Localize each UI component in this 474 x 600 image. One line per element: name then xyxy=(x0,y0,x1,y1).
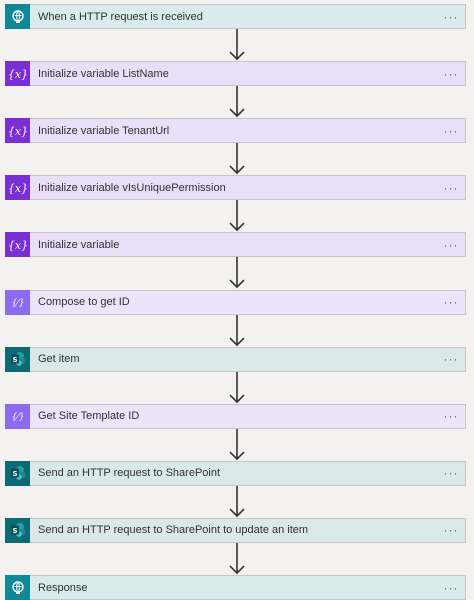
svg-text:{⁄}: {⁄} xyxy=(11,299,24,309)
more-options-button[interactable]: ··· xyxy=(443,523,459,538)
action-card[interactable]: {⁄} Compose to get ID ··· xyxy=(5,289,466,315)
connector-arrow xyxy=(229,86,245,118)
connector-arrow xyxy=(229,371,245,403)
more-options-button[interactable]: ··· xyxy=(443,352,459,367)
connector-arrow xyxy=(229,143,245,175)
variable-icon: {x} xyxy=(5,61,30,87)
action-card[interactable]: When a HTTP request is received ··· xyxy=(5,4,466,29)
action-title: Send an HTTP request to SharePoint xyxy=(38,467,221,480)
action-card[interactable]: {x} Initialize variable vIsUniquePermissi… xyxy=(5,175,466,201)
connector-arrow xyxy=(229,257,245,289)
svg-text:{x}: {x} xyxy=(9,125,27,138)
svg-text:{x}: {x} xyxy=(9,182,27,195)
svg-text:S: S xyxy=(12,527,17,535)
svg-text:{x}: {x} xyxy=(9,68,27,81)
more-options-button[interactable]: ··· xyxy=(443,580,459,595)
connector-arrow xyxy=(229,29,245,61)
more-options-button[interactable]: ··· xyxy=(443,466,459,481)
svg-text:S: S xyxy=(12,356,17,364)
svg-text:{x}: {x} xyxy=(9,239,27,252)
variable-icon: {x} xyxy=(5,232,30,258)
action-card[interactable]: S Send an HTTP request to SharePoint ··· xyxy=(5,460,466,486)
action-title: Get item xyxy=(38,353,80,366)
connector-arrow xyxy=(229,542,245,575)
action-title: Initialize variable TenantUrl xyxy=(38,124,170,137)
action-title: Initialize variable vIsUniquePermission xyxy=(38,181,226,194)
more-options-button[interactable]: ··· xyxy=(443,237,459,252)
more-options-button[interactable]: ··· xyxy=(443,123,459,138)
more-options-button[interactable]: ··· xyxy=(443,180,459,195)
action-card[interactable]: S Get item ··· xyxy=(5,346,466,372)
more-options-button[interactable]: ··· xyxy=(443,409,459,424)
connector-arrow xyxy=(229,428,245,460)
svg-text:{⁄}: {⁄} xyxy=(11,413,24,423)
action-title: Send an HTTP request to SharePoint to up… xyxy=(38,524,309,537)
more-options-button[interactable]: ··· xyxy=(443,9,459,24)
action-card[interactable]: {x} Initialize variable ··· xyxy=(5,232,466,258)
connector-arrow xyxy=(229,314,245,346)
sharepoint-icon: S xyxy=(5,517,30,543)
compose-icon: {⁄} xyxy=(5,289,30,315)
action-card[interactable]: {x} Initialize variable TenantUrl ··· xyxy=(5,118,466,144)
action-title: Initialize variable ListName xyxy=(38,67,169,80)
action-title: Initialize variable xyxy=(38,238,120,251)
action-card[interactable]: {⁄} Get Site Template ID ··· xyxy=(5,403,466,429)
action-card[interactable]: {x} Initialize variable ListName ··· xyxy=(5,61,466,87)
http-request-icon xyxy=(5,4,30,29)
action-title: Compose to get ID xyxy=(38,296,130,308)
variable-icon: {x} xyxy=(5,118,30,144)
more-options-button[interactable]: ··· xyxy=(443,295,459,309)
action-title: When a HTTP request is received xyxy=(38,10,203,23)
action-title: Get Site Template ID xyxy=(38,410,140,423)
http-request-icon xyxy=(5,575,30,600)
sharepoint-icon: S xyxy=(5,346,30,372)
action-title: Response xyxy=(38,581,88,594)
compose-icon: {⁄} xyxy=(5,403,30,429)
action-card[interactable]: S Send an HTTP request to SharePoint to u… xyxy=(5,517,466,543)
action-card[interactable]: Response ··· xyxy=(5,575,466,600)
more-options-button[interactable]: ··· xyxy=(443,66,459,81)
sharepoint-icon: S xyxy=(5,460,30,486)
connector-arrow xyxy=(229,485,245,518)
svg-text:S: S xyxy=(12,470,17,478)
connector-arrow xyxy=(229,200,245,232)
variable-icon: {x} xyxy=(5,175,30,201)
